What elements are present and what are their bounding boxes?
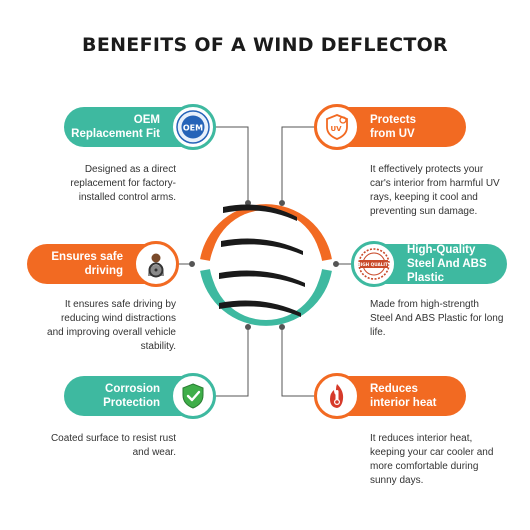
benefit-title-line: Protects	[370, 114, 417, 126]
uv-shield-icon: UV	[314, 104, 360, 150]
benefit-protects-from-uv: UV Protects from UV	[314, 104, 466, 150]
benefit-title-line: Replacement Fit	[71, 128, 160, 140]
benefit-oem-replacement-fit: OEM Replacement Fit OEM	[64, 104, 216, 150]
benefit-title-line: from UV	[370, 128, 415, 140]
connector-heat	[281, 330, 318, 397]
deflector-strips	[219, 204, 305, 317]
benefit-title-line: High-Quality	[407, 244, 476, 256]
wind-deflector-product-image	[200, 204, 332, 326]
benefit-title-line: driving	[84, 265, 123, 277]
quality-stamp-text: HIGH QUALITY	[357, 262, 392, 267]
benefit-title-line: Corrosion	[105, 383, 160, 395]
page-title: BENEFITS OF A WIND DEFLECTOR	[82, 34, 448, 56]
connector-uv	[281, 126, 318, 200]
benefit-title-line: Ensures safe	[51, 251, 123, 263]
benefit-title-line: interior heat	[370, 397, 437, 409]
benefit-description: It reduces interior heat,keeping your ca…	[370, 433, 494, 486]
oem-seal-icon: OEM	[170, 104, 216, 150]
benefit-title-line: Protection	[103, 397, 160, 409]
quality-stamp-icon: HIGH QUALITY	[351, 241, 397, 287]
driver-steering-icon	[133, 241, 179, 287]
svg-text:UV: UV	[330, 125, 342, 133]
benefit-title-line: Steel And ABS	[407, 258, 487, 270]
oem-seal-text: OEM	[183, 124, 203, 133]
connector-corrosion	[212, 330, 249, 397]
thermometer-fire-icon	[314, 373, 360, 419]
benefit-ensures-safe-driving: Ensures safe driving	[27, 241, 179, 287]
benefit-title-line: Plastic	[407, 272, 445, 284]
benefit-title-line: OEM	[133, 114, 160, 126]
benefit-reduces-interior-heat: Reduces interior heat	[314, 373, 466, 419]
connector-oem	[212, 126, 249, 200]
shield-check-icon	[170, 373, 216, 419]
benefit-title-line: Reduces	[370, 383, 418, 395]
